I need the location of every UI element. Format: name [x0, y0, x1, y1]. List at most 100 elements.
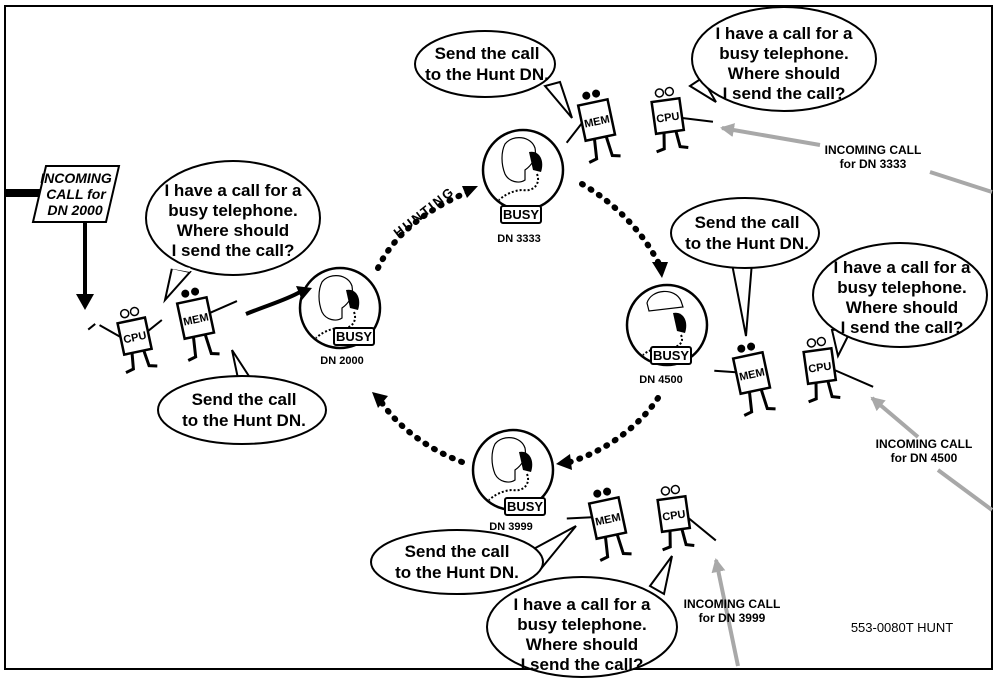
mem-bubble-top: Send the call to the Hunt DN.	[414, 30, 573, 119]
arm-icon	[682, 117, 714, 123]
eye-icon	[593, 489, 602, 498]
bubble-line: Where should	[846, 298, 958, 317]
bubble-shape	[670, 197, 820, 269]
eye-icon	[816, 336, 827, 347]
phone-cord-icon	[488, 473, 529, 501]
incoming-down-arrowhead	[76, 294, 94, 310]
cpu-chip-label: CPU	[656, 110, 681, 125]
incoming-label-line2: for DN 3333	[840, 157, 907, 171]
busy-sign	[650, 346, 692, 365]
incoming-label-line1: INCOMING CALL	[684, 597, 781, 611]
bubble-line: to the Hunt DN.	[425, 65, 549, 84]
phone-cord-icon	[498, 173, 539, 201]
eye-icon	[592, 89, 601, 98]
person-head-icon	[501, 137, 536, 183]
phone-cord-icon	[315, 311, 356, 339]
bubble-shape	[145, 160, 321, 276]
arm-icon	[209, 300, 238, 314]
mem-character-bottom: MEM	[566, 487, 632, 562]
incoming-label-3999: INCOMING CALL for DN 3999	[684, 597, 781, 625]
mem-character-right: MEM	[714, 342, 776, 417]
phones: BUSY DN 2000 BUSY DN 3333 BUSY DN 4500	[298, 128, 709, 533]
eye-icon	[582, 91, 591, 100]
cpu-bubble-left: I have a call for a busy telephone. Wher…	[145, 160, 321, 304]
incoming-line-4500	[936, 468, 994, 512]
handset-icon	[529, 151, 543, 172]
bubble-line: Where should	[177, 221, 289, 240]
legs-icon	[656, 130, 689, 154]
cpu-chip-label: CPU	[122, 330, 147, 347]
trunk-line	[5, 189, 43, 197]
phone-dn-3333: BUSY DN 3333	[481, 128, 565, 245]
mem-bubble-left: Send the call to the Hunt DN.	[157, 349, 327, 445]
incoming-label-line1: INCOMING CALL	[876, 437, 973, 451]
cpu-chip-body	[116, 316, 154, 357]
eye-icon	[191, 287, 200, 296]
hunting-label: HUNTING	[391, 183, 458, 240]
incoming-box-line1: INCOMING	[40, 170, 112, 186]
phone-dn-label: DN 2000	[320, 355, 363, 367]
phone-dn-3999: BUSY DN 3999	[471, 428, 555, 533]
phone-dn-4500: BUSY DN 4500	[625, 283, 709, 386]
handset-icon	[346, 289, 360, 310]
eye-icon	[119, 308, 130, 319]
hunting-cycle: HUNTING	[372, 181, 668, 470]
eye-icon	[181, 289, 190, 298]
incoming-arrow-4500	[870, 396, 920, 439]
mem-bubble-bottom: Send the call to the Hunt DN.	[370, 525, 577, 595]
diagram-frame	[4, 5, 993, 670]
arm-icon	[147, 319, 163, 332]
phone-dn-label: DN 3333	[497, 233, 540, 245]
phone-circle	[481, 128, 565, 212]
incoming-label-4500: INCOMING CALL for DN 4500	[876, 437, 973, 465]
bubble-line: Where should	[728, 64, 840, 83]
bubble-line: Send the call	[405, 542, 510, 561]
incoming-label-line1: INCOMING CALL	[825, 143, 922, 157]
person-head-icon	[491, 437, 526, 483]
eye-icon	[737, 344, 746, 353]
incoming-arrow-3333	[720, 123, 821, 147]
arm-icon	[687, 517, 717, 542]
eye-icon	[806, 338, 817, 348]
legs-icon	[125, 349, 158, 374]
handset-icon	[673, 312, 687, 333]
forward-to-phone-arrow	[245, 290, 301, 316]
busy-sign	[333, 327, 375, 346]
hard-hat-icon	[646, 290, 684, 312]
eye-icon	[670, 484, 681, 495]
bubble-shape	[414, 30, 556, 98]
mem-chip-label: MEM	[594, 511, 622, 528]
cpu-chip-body	[656, 494, 692, 534]
incoming-line-3333	[929, 170, 993, 194]
mem-chip-label: MEM	[738, 366, 766, 383]
mem-chip-body	[587, 495, 628, 541]
hunt-arrowhead-2	[652, 262, 668, 278]
incoming-box-line2: CALL for	[46, 186, 107, 202]
phone-dn-label: DN 4500	[639, 374, 682, 386]
bubble-tail	[543, 80, 573, 119]
eye-icon	[747, 342, 756, 351]
person-head-icon	[318, 275, 353, 321]
forward-arrowhead	[296, 286, 312, 300]
bubble-line: busy telephone.	[517, 615, 646, 634]
hunt-arc-4500-to-3999	[567, 395, 661, 465]
busy-label: BUSY	[507, 499, 543, 514]
bubble-tail	[730, 260, 754, 337]
hunt-arrowhead-3	[556, 454, 572, 470]
arm-icon	[87, 323, 121, 338]
eye-icon	[660, 486, 671, 496]
phone-dn-label: DN 3999	[489, 521, 532, 533]
incoming-arrows	[711, 123, 994, 667]
mem-chip-body	[731, 350, 772, 396]
incoming-arrow-3999	[711, 558, 740, 667]
mem-bubble-right: Send the call to the Hunt DN.	[670, 197, 820, 337]
handset-icon	[519, 451, 533, 472]
legs-icon	[588, 135, 621, 164]
bubble-line: I send the call?	[723, 84, 846, 103]
hunt-arrowhead-1	[462, 186, 478, 198]
mem-chip-label: MEM	[182, 311, 210, 328]
hunt-arrowhead-4	[372, 392, 388, 408]
bubble-tail	[648, 555, 673, 596]
legs-icon	[599, 533, 632, 562]
cpu-bubble-right: I have a call for a busy telephone. Wher…	[812, 242, 988, 359]
